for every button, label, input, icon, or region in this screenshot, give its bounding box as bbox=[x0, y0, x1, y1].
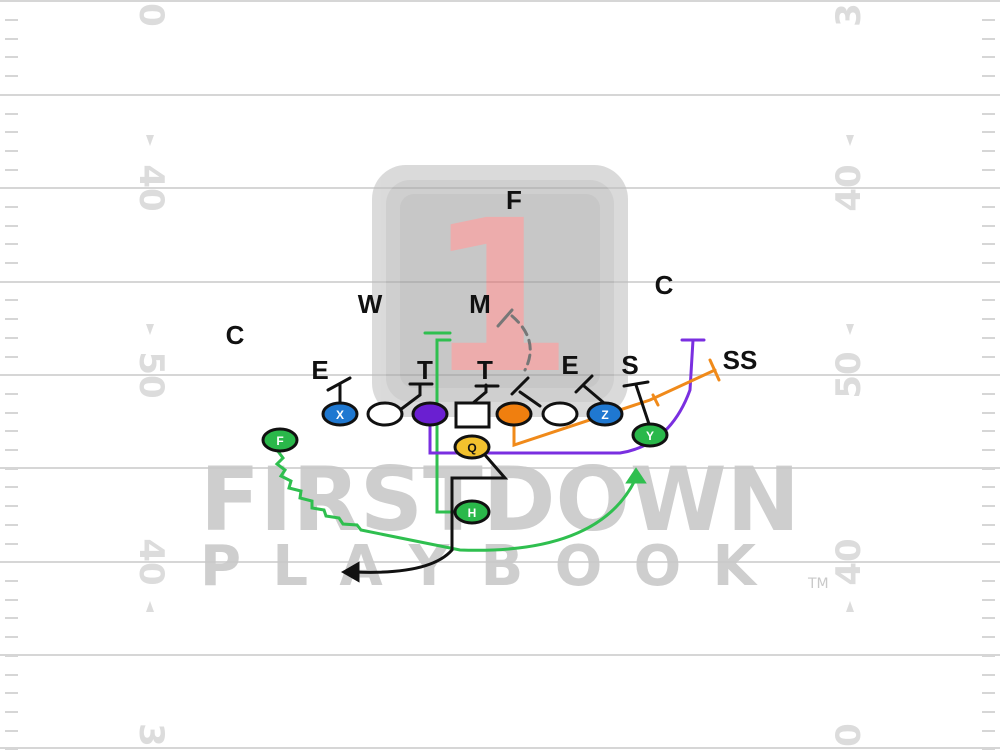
yard-arrows bbox=[146, 135, 854, 612]
defender-t-left[interactable]: T bbox=[417, 355, 433, 385]
yard-number-right-2: 40 bbox=[829, 164, 869, 211]
defender-e-left[interactable]: E bbox=[311, 355, 328, 385]
route-m-block bbox=[496, 308, 514, 328]
yard-number-right-4: 40 bbox=[829, 538, 869, 585]
defender-c-right[interactable]: C bbox=[655, 270, 674, 300]
player-x-label: X bbox=[336, 408, 344, 422]
yard-number-right-1: 3 bbox=[829, 3, 869, 27]
watermark-brand-line2: PLAYBOOK bbox=[200, 534, 800, 599]
player-x[interactable] bbox=[321, 401, 359, 427]
defender-c-left[interactable]: C bbox=[226, 320, 245, 350]
player-center[interactable] bbox=[454, 401, 491, 429]
route-orange bbox=[512, 368, 717, 448]
block-x-bar bbox=[326, 376, 352, 392]
player-q[interactable] bbox=[453, 434, 491, 460]
yard-number-left-2: 40 bbox=[131, 164, 171, 211]
player-q-label: Q bbox=[467, 441, 476, 455]
route-h bbox=[435, 338, 459, 514]
player-right-guard[interactable] bbox=[495, 401, 533, 427]
route-q-arrowhead bbox=[340, 561, 360, 583]
defender-t-right[interactable]: T bbox=[477, 355, 493, 385]
defender-s[interactable]: S bbox=[621, 350, 638, 380]
block-z bbox=[582, 384, 606, 405]
offense: X Z Y F Q H bbox=[261, 401, 669, 525]
route-orange-block bbox=[708, 358, 721, 382]
yard-number-left-3: 50 bbox=[131, 351, 171, 398]
yard-number-right-3: 50 bbox=[829, 351, 869, 398]
hash-marks bbox=[5, 19, 995, 750]
block-lt bbox=[398, 383, 422, 412]
route-q bbox=[353, 453, 509, 574]
player-f-label: F bbox=[276, 434, 283, 448]
block-rt-bar bbox=[510, 376, 530, 396]
player-h[interactable] bbox=[453, 499, 491, 525]
route-m bbox=[510, 314, 532, 372]
watermark-brand: FIRSTDOWN PLAYBOOK TM bbox=[200, 448, 829, 599]
defender-ss[interactable]: SS bbox=[723, 345, 758, 375]
block-z-bar bbox=[574, 374, 594, 394]
route-orange-mark bbox=[651, 393, 660, 407]
yard-numbers-right: 3 40 50 40 0 bbox=[829, 3, 869, 747]
player-left-guard[interactable] bbox=[411, 401, 449, 427]
watermark-logo-digit: 1 bbox=[427, 175, 573, 420]
player-h-label: H bbox=[468, 506, 477, 520]
yard-numbers-left: 0 40 50 40 3 bbox=[131, 3, 171, 747]
player-z[interactable] bbox=[586, 401, 624, 427]
defender-e-right[interactable]: E bbox=[561, 350, 578, 380]
route-f-zigzag bbox=[274, 448, 638, 552]
blocks bbox=[326, 374, 651, 426]
block-y-bar bbox=[622, 380, 650, 388]
player-y-label: Y bbox=[646, 429, 654, 443]
watermark-logo: 1 bbox=[372, 165, 628, 420]
yard-number-left-5: 3 bbox=[131, 723, 171, 747]
routes bbox=[274, 308, 721, 583]
defense: F C W M C E T T E S SS bbox=[226, 185, 758, 385]
defender-m[interactable]: M bbox=[469, 289, 491, 319]
player-z-label: Z bbox=[601, 408, 608, 422]
player-right-tackle[interactable] bbox=[541, 401, 579, 427]
yard-number-left-1: 0 bbox=[131, 3, 171, 27]
route-f-arrowhead bbox=[625, 467, 647, 484]
block-y bbox=[634, 383, 651, 426]
yard-number-left-4: 40 bbox=[131, 538, 171, 585]
defender-w[interactable]: W bbox=[358, 289, 383, 319]
player-y[interactable] bbox=[631, 422, 669, 448]
player-left-tackle[interactable] bbox=[366, 401, 404, 427]
player-f[interactable] bbox=[261, 427, 299, 453]
watermark-trademark: TM bbox=[807, 576, 829, 592]
block-rt bbox=[518, 390, 542, 408]
yard-number-right-5: 0 bbox=[829, 723, 869, 747]
defender-f[interactable]: F bbox=[506, 185, 522, 215]
